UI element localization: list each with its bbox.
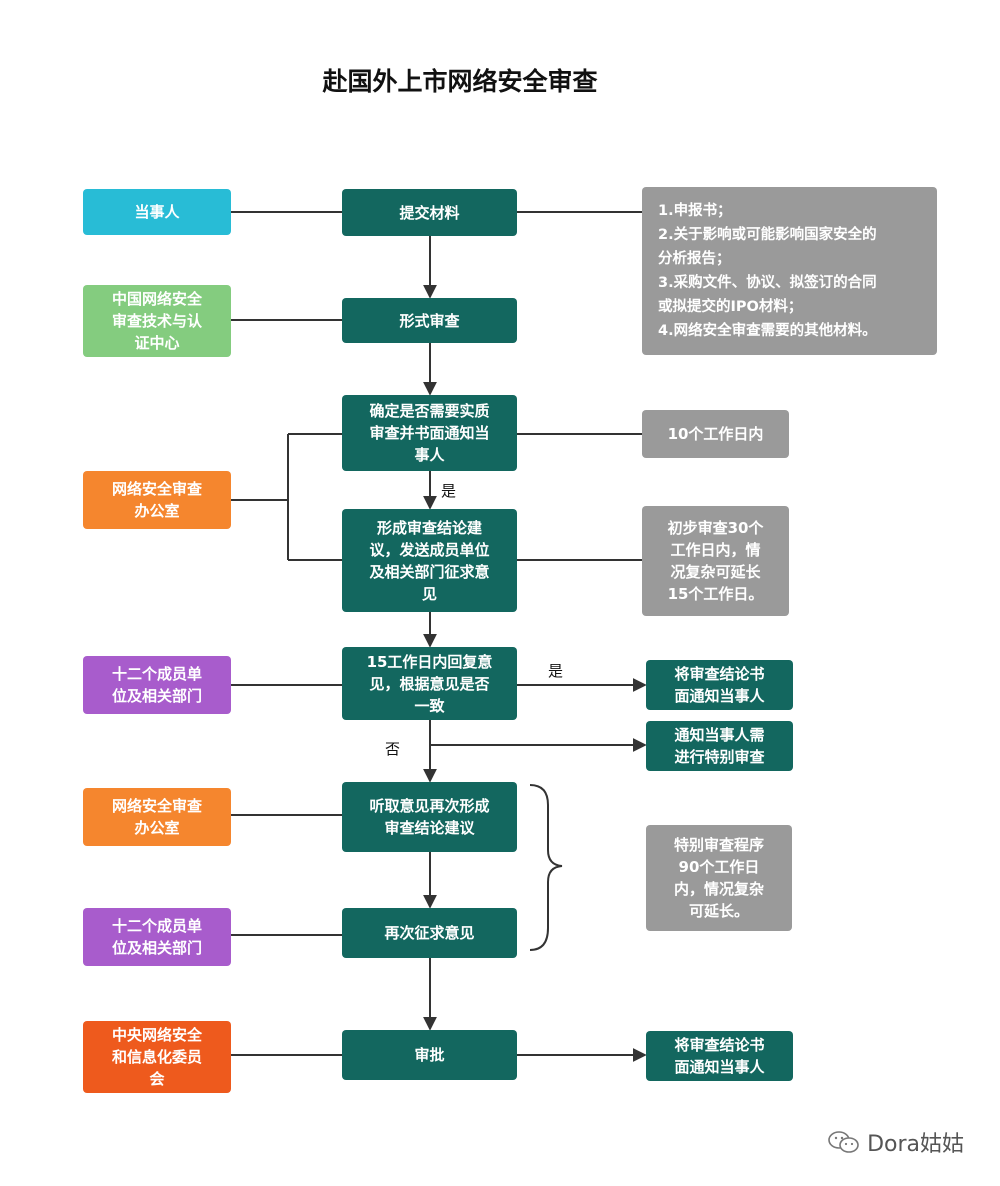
result-special-notice: 通知当事人需 进行特别审查 xyxy=(646,721,793,771)
step-formal-review: 形式审查 xyxy=(342,298,517,343)
step-decide: 确定是否需要实质 审查并书面通知当 事人 xyxy=(342,395,517,471)
note-ten-days: 10个工作日内 xyxy=(642,410,789,458)
actor-office-1: 网络安全审查 办公室 xyxy=(83,471,231,529)
step-submit: 提交材料 xyxy=(342,189,517,236)
step-reply: 15工作日内回复意 见，根据意见是否 一致 xyxy=(342,647,517,720)
page-title: 赴国外上市网络安全审查 xyxy=(322,67,598,96)
actor-party: 当事人 xyxy=(83,189,231,235)
result-notify-1: 将审查结论书 面通知当事人 xyxy=(646,660,793,710)
watermark: Dora姑姑 xyxy=(827,1126,964,1158)
special-program-brace xyxy=(529,784,563,951)
result-notify-2: 将审查结论书 面通知当事人 xyxy=(646,1031,793,1081)
actor-cert-center: 中国网络安全 审查技术与认 证中心 xyxy=(83,285,231,357)
actor-members-1: 十二个成员单 位及相关部门 xyxy=(83,656,231,714)
step-rehear: 听取意见再次形成 审查结论建议 xyxy=(342,782,517,852)
step-conclusion: 形成审查结论建 议，发送成员单位 及相关部门征求意 见 xyxy=(342,509,517,612)
actor-office-2: 网络安全审查 办公室 xyxy=(83,788,231,846)
note-initial-review: 初步审查30个 工作日内，情 况复杂可延长 15个工作日。 xyxy=(642,506,789,616)
label-yes-decide: 是 xyxy=(441,482,457,500)
actor-members-2: 十二个成员单 位及相关部门 xyxy=(83,908,231,966)
step-resolicit: 再次征求意见 xyxy=(342,908,517,958)
step-approve: 审批 xyxy=(342,1030,517,1080)
watermark-text: Dora姑姑 xyxy=(867,1132,964,1157)
label-no: 否 xyxy=(385,740,401,758)
label-yes-consistent: 是 xyxy=(548,662,564,680)
actor-central-committee: 中央网络安全 和信息化委员 会 xyxy=(83,1021,231,1093)
wechat-icon xyxy=(828,1131,859,1153)
note-materials: 1.申报书； 2.关于影响或可能影响国家安全的 分析报告； 3.采购文件、协议、… xyxy=(642,187,937,355)
note-special-program: 特别审查程序 90个工作日 内，情况复杂 可延长。 xyxy=(646,825,792,931)
